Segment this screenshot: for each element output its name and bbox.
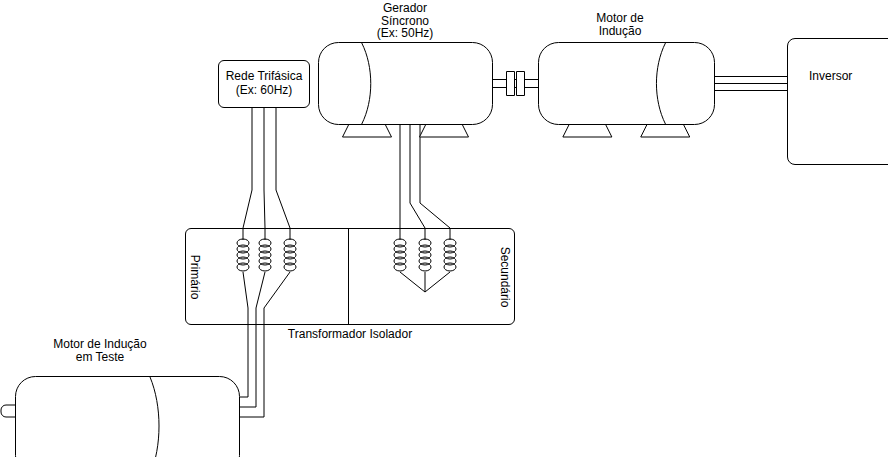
wire	[243, 228, 244, 240]
coil-turn	[284, 263, 296, 271]
coil-turn	[444, 263, 456, 271]
wire	[410, 125, 425, 228]
wire-bundle	[715, 77, 787, 91]
machine-housing	[16, 377, 240, 457]
machine-body	[538, 42, 715, 125]
process-box: Rede Trifásica (Ex: 60Hz)	[218, 60, 310, 108]
machine-foot	[420, 123, 469, 137]
node-label: Gerador Síncrono (Ex: 50Hz)	[373, 2, 437, 40]
node-label: Secundário	[499, 246, 511, 307]
wire-bundle	[240, 325, 264, 417]
node-label: Primário	[189, 254, 201, 299]
wire	[264, 272, 290, 325]
wire	[425, 272, 426, 292]
coil-turn	[259, 263, 271, 271]
shaft-coupling	[517, 72, 525, 96]
machine-body	[15, 376, 240, 457]
wire	[240, 325, 248, 397]
machine-seam	[150, 377, 159, 457]
node-label: Inversor	[809, 70, 852, 84]
wire	[290, 228, 291, 240]
machine-seam	[656, 43, 665, 124]
wire	[240, 325, 256, 407]
node-label: Motor de Indução	[590, 12, 650, 37]
wire	[276, 108, 290, 228]
process-box: Transformador Isolador Primário Secundário	[185, 228, 515, 345]
machine-foot	[343, 123, 392, 137]
machine-node: Motor de Indução em Teste	[15, 338, 240, 457]
wire	[493, 87, 538, 88]
node-label: Transformador Isolador	[185, 328, 515, 342]
wire-bundle	[493, 72, 538, 96]
winding-panel: Primário	[185, 228, 349, 325]
transformer-frame	[185, 228, 515, 325]
coil-turn	[237, 263, 249, 271]
machine-foot	[563, 123, 612, 137]
wire	[715, 83, 787, 84]
wire	[425, 272, 450, 292]
coil-drawing	[185, 228, 349, 325]
wire	[243, 108, 252, 228]
wire	[264, 108, 265, 228]
machine-foot	[641, 123, 690, 137]
wire	[265, 228, 266, 240]
machine-seam	[362, 43, 371, 124]
machine-node: Gerador Síncrono (Ex: 50Hz)	[318, 2, 493, 125]
machine-node: Motor de Indução	[538, 12, 715, 125]
wire-bundle	[400, 125, 450, 228]
wire	[240, 325, 264, 417]
coil-drawing	[349, 228, 515, 325]
wire	[715, 76, 787, 77]
machine-body	[318, 42, 493, 125]
wire	[450, 228, 451, 240]
machine-housing	[539, 43, 715, 125]
coil-turn	[394, 263, 406, 271]
winding-panel: Secundário	[349, 228, 515, 325]
wire	[425, 228, 426, 240]
wire	[715, 90, 787, 91]
node-label: Rede Trifásica (Ex: 60Hz)	[222, 70, 306, 98]
node-label: Motor de Indução em Teste	[46, 338, 154, 364]
process-box: Inversor	[787, 38, 888, 165]
wire	[493, 79, 538, 80]
shaft-coupling	[507, 72, 515, 96]
machine-housing	[319, 43, 493, 125]
wire	[400, 228, 401, 240]
wire	[400, 125, 401, 228]
wire	[243, 272, 248, 325]
wire-bundle	[243, 108, 290, 228]
coil-turn	[419, 263, 431, 271]
wire	[420, 125, 450, 228]
wire	[400, 272, 425, 292]
